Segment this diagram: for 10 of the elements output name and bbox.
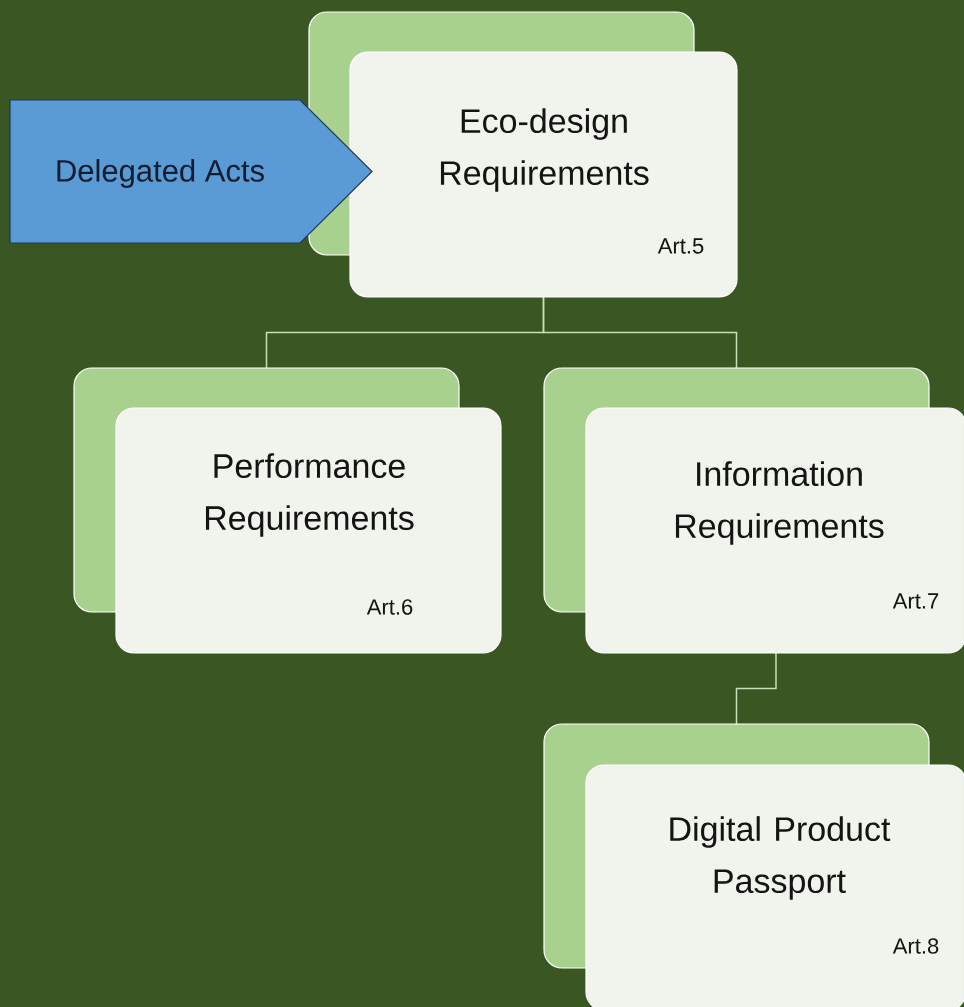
process-box: Digital Product Passport Art.8 (543, 723, 964, 1007)
article-label: Art.6 (366, 599, 413, 615)
article-label: Art.5 (657, 238, 704, 254)
process-box: Information Requirements Art.7 (543, 367, 964, 654)
process-box: Performance Requirements Art.6 (73, 367, 502, 654)
article-label: Art.8 (892, 938, 939, 954)
article-label: Art.7 (892, 593, 939, 609)
process-box: Eco-design Requirements Art.5 (308, 11, 738, 298)
connector-line (542, 296, 738, 369)
connector-line (735, 652, 777, 725)
